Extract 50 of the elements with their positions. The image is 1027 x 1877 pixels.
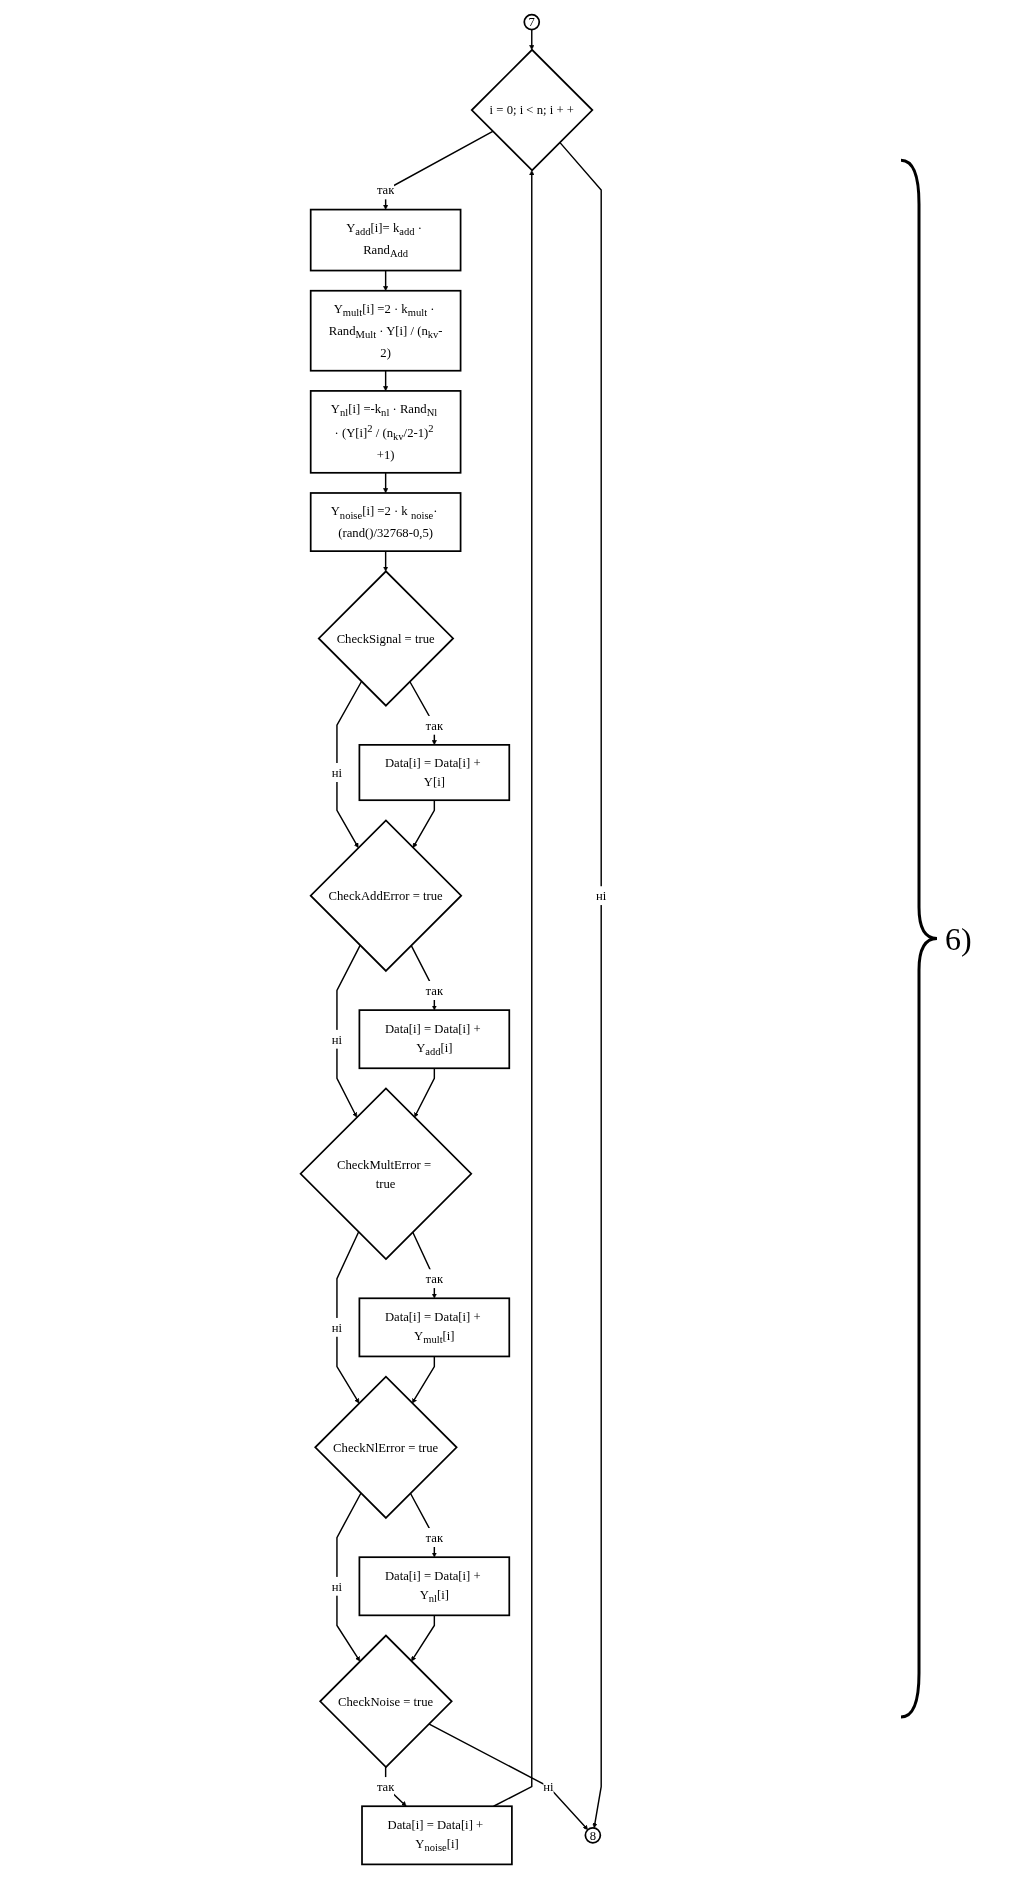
edge-label: ні xyxy=(543,1779,554,1794)
arrow xyxy=(383,130,494,210)
node-diamond: CheckMultError = true xyxy=(299,1087,473,1261)
edge-label: ні xyxy=(331,1320,343,1335)
arrow xyxy=(411,1231,437,1299)
node-diamond: CheckNoise = true xyxy=(318,1634,453,1769)
edge-label: так xyxy=(425,718,444,733)
arrow xyxy=(336,944,361,1118)
edge-label: так xyxy=(425,983,444,998)
edge-label: ні xyxy=(596,888,607,903)
node-diamond: i = 0; i < n; i + + xyxy=(470,48,594,172)
node-box: Data[i] = Data[i] + Y$_{nl}$[i] xyxy=(358,1556,511,1617)
edge-label: ні xyxy=(331,765,343,780)
arrow xyxy=(410,944,437,1011)
arrow xyxy=(336,1492,362,1662)
arrow xyxy=(336,1231,360,1404)
arrow xyxy=(559,141,602,1829)
arrow xyxy=(383,269,389,291)
edge-label: ні xyxy=(331,1031,343,1047)
node-diamond: CheckAddError = true xyxy=(309,819,463,973)
edge-label: так xyxy=(376,1779,395,1794)
arrow xyxy=(409,1492,437,1558)
edge-label: так xyxy=(425,1530,444,1545)
node-box: Data[i] = Data[i] + Y$_{mult}$[i] xyxy=(358,1297,511,1358)
arrow xyxy=(383,472,389,494)
edge-label: так xyxy=(376,182,395,198)
arrow xyxy=(411,1614,436,1662)
arrow xyxy=(428,1723,589,1830)
arrow xyxy=(383,370,389,392)
node-box: Y$_{mult}$[i] =2 · k$_{mult}$ · Rand$_{Mult}$ · Y[i] / (n$_{kv}$-2) xyxy=(309,289,462,372)
node-diamond: CheckNlError = true xyxy=(314,1375,458,1520)
arrow xyxy=(412,799,436,848)
arrow xyxy=(384,1766,407,1807)
arrow xyxy=(409,680,437,746)
section-label: 6) xyxy=(945,920,972,957)
node-box: Y$_{add}$[i]= k$_{add}$ · Rand$_{Add}$ xyxy=(309,208,462,272)
arrow xyxy=(414,1067,436,1118)
arrow xyxy=(492,170,535,1807)
node-box: Data[i] = Data[i] + Y[i] xyxy=(358,744,511,802)
node-circle: 7 xyxy=(523,13,541,31)
edge-label: ні xyxy=(331,1579,343,1594)
node-box: Data[i] = Data[i] + Y$_{add}$[i] xyxy=(358,1009,511,1070)
node-box: Data[i] = Data[i] + Y$_{noise}$[i] xyxy=(361,1805,513,1866)
edge-label: так xyxy=(425,1271,444,1286)
arrow xyxy=(412,1355,436,1404)
node-diamond: CheckSignal = true xyxy=(317,570,455,707)
node-circle: 8 xyxy=(584,1826,602,1844)
node-box: Y$_{nl}$[i] =-k$_{nl}$ · Rand$_{Nl}$ · (Y[i]$^{2}$ / (n$_{kv}$/2-1)$^{2}$ +1) xyxy=(309,390,462,474)
node-box: Y$_{noise}$[i] =2 · k $_{noise}$· (rand()/32768-0,5) xyxy=(309,492,462,552)
arrow xyxy=(336,680,363,848)
